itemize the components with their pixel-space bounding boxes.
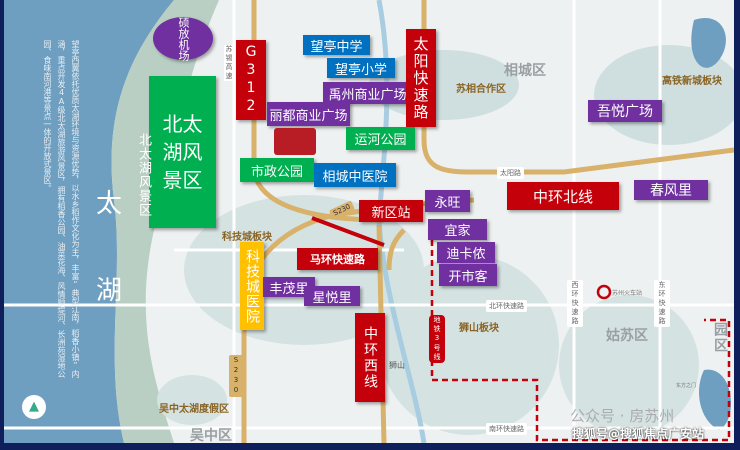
beihuan-expressway-label: 北环快速路 bbox=[486, 300, 527, 312]
wuzhong-resort: 吴中太湖度假区 bbox=[159, 404, 229, 415]
xiangcheng-tcm-hospital-label: 相城中医院 bbox=[314, 163, 396, 187]
map[interactable]: 望亭西翼依托优质太湖环境与资源优势，以水乡稻作文化为主，丰富“典型江南，稻香小镇… bbox=[4, 0, 734, 443]
airport-label: 硕放机场 bbox=[153, 17, 213, 61]
keji-hospital-label: 科技城医院 bbox=[240, 242, 264, 330]
taihu-text-2: 湖 bbox=[96, 276, 123, 306]
yuzhou-plaza-label: 禹州商业广场 bbox=[323, 82, 412, 104]
xiangcheng-district: 相城区 bbox=[504, 63, 546, 79]
lidu-plaza-label: 丽都商业广场 bbox=[267, 102, 350, 126]
suzhou-railway-station: 苏州火车站 bbox=[612, 290, 643, 297]
fengmaoli-label: 丰茂里 bbox=[263, 277, 315, 297]
chunfengli-label: 春风里 bbox=[634, 180, 708, 200]
intro-text: 望亭西翼依托优质太湖环境与资源优势，以水乡稻作文化为主，丰富“典型江南，稻香小镇… bbox=[43, 40, 80, 378]
watermark-sohu: 搜狐号@搜狐焦点广安站 bbox=[572, 427, 705, 441]
wuzhong-district: 吴中区 bbox=[190, 428, 232, 443]
zhonghuan-north-label: 中环北线 bbox=[507, 182, 619, 210]
beitaihu-scenic-label: 北太湖风景区 bbox=[149, 76, 216, 228]
dongfang-gate: 东方之门 bbox=[676, 383, 697, 389]
taihu-text-1: 太 bbox=[96, 189, 123, 219]
gusu-district: 姑苏区 bbox=[606, 328, 648, 344]
north-compass-icon: ▲ bbox=[22, 395, 46, 419]
ikea-label: 宜家 bbox=[428, 219, 487, 240]
wuyue-plaza-label: 吾悦广场 bbox=[588, 100, 662, 122]
aeon-label: 永旺 bbox=[425, 190, 470, 212]
yuanqu-district: 园区 bbox=[712, 322, 728, 354]
zhonghuan-west-label: 中环西线 bbox=[355, 313, 385, 402]
beitaihu-side-text: 北太湖风景区 bbox=[136, 133, 151, 217]
costco-label: 开市客 bbox=[439, 264, 497, 286]
suxi-expressway-label: 苏锡高速 bbox=[224, 45, 234, 81]
watermark-wechat: 公众号 · 房苏州 bbox=[570, 407, 675, 425]
shishan-block: 狮山板块 bbox=[459, 323, 499, 334]
keji-block: 科技城板块 bbox=[222, 232, 272, 243]
taiyang-expressway-label: 太阳快速路 bbox=[406, 29, 436, 127]
shizheng-park-label: 市政公园 bbox=[240, 158, 314, 182]
mahuan-expressway-label: 马环快速路 bbox=[297, 248, 378, 270]
nanhuan-expressway-label: 南环快速路 bbox=[486, 423, 527, 435]
project-logo bbox=[274, 128, 316, 155]
xinqu-station-label: 新区站 bbox=[359, 200, 423, 222]
decathlon-label: 迪卡侬 bbox=[437, 242, 495, 263]
xingyueli-label: 星悦里 bbox=[304, 286, 360, 306]
xihuan-expressway-label: 西环快速路 bbox=[567, 280, 583, 327]
taiyang-road-label: 太阳路 bbox=[497, 167, 524, 179]
suxiang-zone: 苏相合作区 bbox=[456, 84, 506, 95]
wangting-primary-school-label: 望亭小学 bbox=[327, 58, 395, 78]
wangting-middle-school-label: 望亭中学 bbox=[303, 35, 370, 55]
donghuan-expressway-label: 东环快速路 bbox=[654, 280, 670, 327]
yunhe-park-label: 运河公园 bbox=[346, 127, 415, 150]
metro-line-3-label: 地铁3号线 bbox=[429, 315, 445, 363]
s230-label-south: S230 bbox=[229, 355, 243, 397]
shishan-label: 狮山 bbox=[389, 361, 405, 370]
g312-label: G312 bbox=[236, 40, 266, 120]
gaotie-block: 高铁新城板块 bbox=[662, 76, 722, 87]
